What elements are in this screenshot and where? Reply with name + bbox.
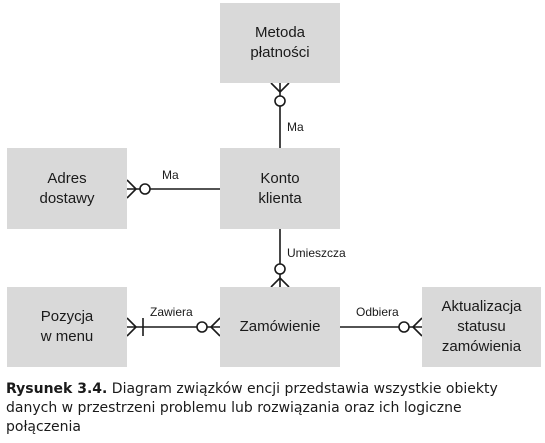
entity-adres-dostawy: Adres dostawy bbox=[7, 148, 127, 229]
figure-caption: Rysunek 3.4. Diagram związków encji prze… bbox=[6, 380, 541, 437]
zero-circle-zamowienie-left bbox=[196, 321, 208, 333]
zero-circle-metoda bbox=[274, 95, 286, 107]
caption-text: Diagram związków encji przedstawia wszys… bbox=[6, 381, 498, 435]
entity-metoda-platnosci: Metoda płatności bbox=[220, 3, 340, 83]
entity-pozycja-w-menu: Pozycja w menu bbox=[7, 287, 127, 367]
relation-label-ma-top: Ma bbox=[287, 120, 304, 134]
entity-label: Metoda płatności bbox=[250, 24, 310, 61]
crowfoot-adres bbox=[126, 179, 137, 190]
entity-label: Zamówienie bbox=[239, 318, 321, 335]
entity-konto-klienta: Konto klienta bbox=[220, 148, 340, 229]
crowfoot-zamowienie bbox=[270, 277, 281, 288]
entity-label: Aktualizacja statusu zamówienia bbox=[441, 298, 522, 355]
entity-label: Konto klienta bbox=[258, 169, 302, 207]
crowfoot-zamowienie-left bbox=[210, 317, 221, 328]
caption-label: Rysunek 3.4. bbox=[6, 381, 108, 397]
zero-circle-aktualizacja bbox=[398, 321, 410, 333]
zero-circle-adres bbox=[139, 183, 151, 195]
relation-label-umieszcza: Umieszcza bbox=[287, 246, 346, 260]
crowfoot-pozycja bbox=[126, 317, 137, 328]
crowfoot-aktualizacja bbox=[412, 317, 423, 328]
entity-label: Pozycja w menu bbox=[40, 308, 94, 345]
crowfoot-metoda bbox=[270, 82, 281, 93]
entity-aktualizacja-statusu: Aktualizacja statusu zamówienia bbox=[422, 287, 541, 367]
relation-label-odbiera: Odbiera bbox=[356, 305, 399, 319]
entity-zamowienie: Zamówienie bbox=[220, 287, 340, 367]
entity-label: Adres dostawy bbox=[39, 169, 95, 207]
zero-circle-zamowienie-top bbox=[274, 263, 286, 275]
relation-label-ma-left: Ma bbox=[162, 168, 179, 182]
relation-label-zawiera: Zawiera bbox=[150, 305, 193, 319]
